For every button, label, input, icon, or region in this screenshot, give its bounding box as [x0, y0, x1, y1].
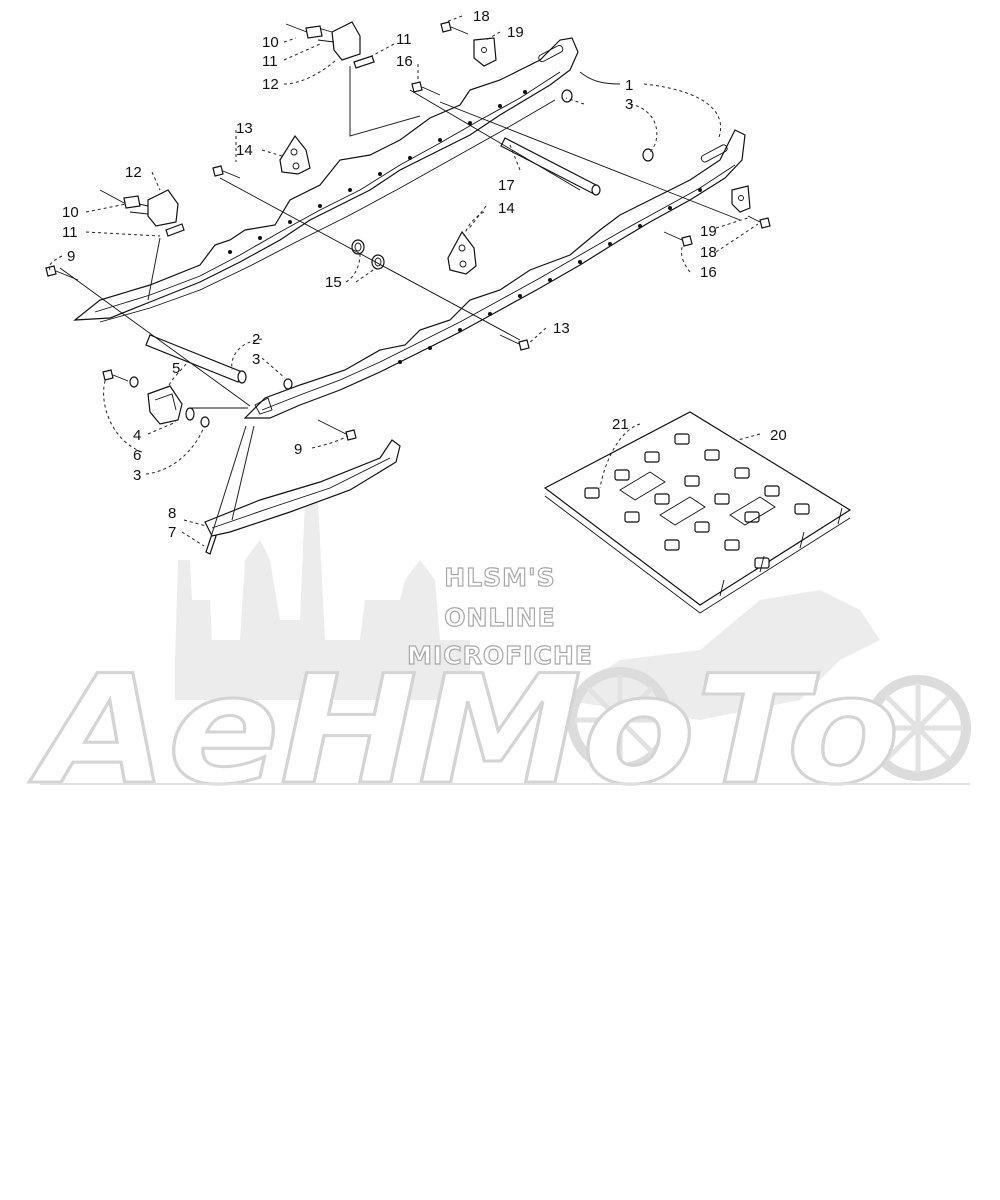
callout-11-left: 11: [62, 224, 78, 241]
callout-9-left: 9: [67, 248, 75, 265]
callout-14-right: 14: [498, 200, 515, 217]
rail-holes-rear: [228, 90, 527, 254]
callout-18-lower: 18: [700, 244, 717, 261]
rail-holes-front: [398, 188, 702, 364]
callout-16-upper: 16: [396, 53, 413, 70]
track-lugs: [719, 507, 843, 597]
callout-2: 2: [252, 331, 260, 348]
bolt-18b: [747, 215, 771, 229]
bolt-13b: [499, 334, 530, 351]
bracket-14a: [279, 134, 311, 175]
front-wheel: [865, 675, 971, 781]
callout-11-top: 11: [262, 53, 278, 70]
track-cleats-21: [584, 433, 810, 569]
washer-4: [129, 376, 139, 388]
clip-11a: [353, 55, 375, 69]
stop-block-12a: [317, 21, 361, 61]
callout-5: 5: [172, 360, 180, 377]
callout-12-left: 12: [125, 164, 142, 181]
washer-6: [185, 407, 195, 421]
bolt-4: [102, 369, 129, 382]
wear-strip-8: [204, 439, 401, 537]
callout-9-lower: 9: [294, 441, 302, 458]
leader-lines: [48, 15, 761, 547]
callout-1: 1: [625, 77, 633, 94]
cross-shaft-2: [145, 334, 247, 384]
wheel-spokes: [575, 675, 963, 773]
skyline-silhouette: [175, 480, 470, 700]
bracket-14b: [447, 230, 477, 275]
motorcycle-silhouette: [560, 590, 880, 720]
callout-4: 4: [133, 427, 141, 444]
pin-10a: [285, 23, 323, 39]
stop-block-5: [147, 385, 183, 425]
callout-17: 17: [498, 177, 515, 194]
spacer-15b: [371, 254, 385, 270]
bolt-18a: [440, 21, 469, 35]
rear-wheel: [567, 667, 673, 773]
spacer-15a: [351, 239, 365, 255]
cross-shaft-17: [500, 137, 601, 196]
callout-6: 6: [133, 447, 141, 464]
slide-rail-front: [243, 129, 746, 419]
callout-13-upper: 13: [236, 120, 253, 137]
callout-7: 7: [168, 524, 176, 541]
callout-19-top: 19: [507, 24, 524, 41]
callout-21: 21: [612, 416, 629, 433]
callout-8: 8: [168, 505, 176, 522]
watermark-brand: AeHMoTo: [29, 644, 900, 818]
bolt-16b: [663, 231, 693, 247]
callout-3-mid: 3: [252, 351, 260, 368]
nut-3b: [642, 148, 654, 162]
callout-10-top: 10: [262, 34, 279, 51]
callout-18-top: 18: [473, 8, 490, 25]
bolt-16a: [411, 81, 441, 96]
callout-3-lower: 3: [133, 467, 141, 484]
callout-16-lower: 16: [700, 264, 717, 281]
nut-3d: [200, 416, 210, 428]
stop-block-12b: [129, 189, 179, 227]
callout-3-upper: 3: [625, 96, 633, 113]
pin-10b: [99, 189, 141, 209]
callout-13-lower: 13: [553, 320, 570, 337]
callout-12-top: 12: [262, 76, 279, 93]
callout-19-lower: 19: [700, 223, 717, 240]
nut-3c: [283, 378, 293, 390]
callout-11-right: 11: [396, 31, 412, 48]
watermark: AeHMoTo HLSM'S ONLINE MICROFICHE: [27, 480, 971, 820]
track-clips: [619, 471, 776, 526]
bracket-19a: [473, 37, 497, 67]
bolt-13a: [212, 165, 241, 179]
watermark-line-1: HLSM'S: [444, 563, 555, 592]
bolt-9b: [317, 419, 357, 441]
watermark-line-2: ONLINE: [444, 603, 555, 632]
clip-11b: [165, 223, 185, 237]
watermark-line-3: MICROFICHE: [407, 641, 593, 670]
callout-14-upper: 14: [236, 142, 253, 159]
bracket-19b: [731, 185, 751, 213]
callout-20: 20: [770, 427, 787, 444]
slide-rail-rear: [73, 37, 579, 323]
callout-15: 15: [325, 274, 342, 291]
nut-3a: [561, 89, 573, 103]
track-20: [543, 411, 852, 614]
callouts: 1 2 3 3 3 4 5 6 7 8 9 9 10 10 11 11 11 1…: [62, 8, 787, 541]
callout-10-left: 10: [62, 204, 79, 221]
